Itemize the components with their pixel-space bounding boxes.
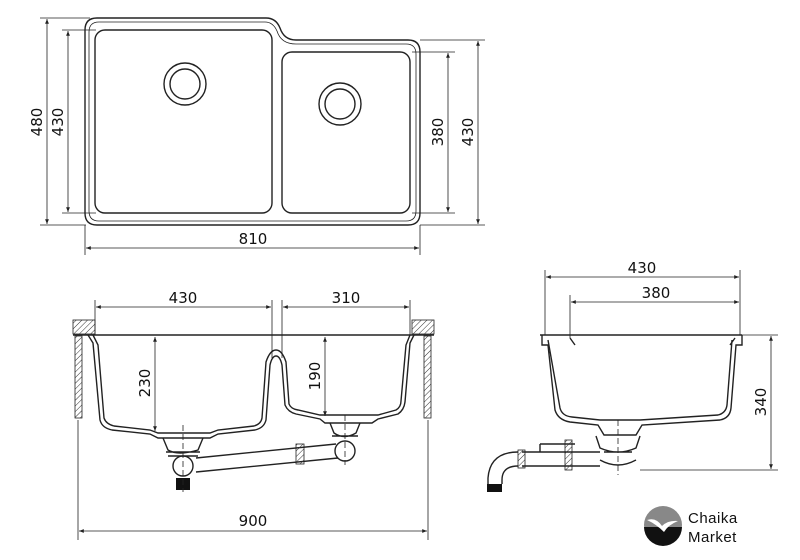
right-drain bbox=[318, 82, 362, 126]
right-bowl bbox=[281, 51, 411, 214]
dim-total-height: 340 bbox=[752, 388, 770, 417]
dim-side-outer-depth: 430 bbox=[628, 259, 657, 277]
cabinet-wall-left bbox=[74, 335, 83, 419]
seagull-icon bbox=[647, 519, 678, 532]
countertop-right bbox=[411, 319, 435, 335]
dim-left-bowl-depth: 430 bbox=[49, 108, 67, 137]
sink-profile bbox=[87, 334, 415, 439]
dim-right-bowl-width: 310 bbox=[332, 289, 361, 307]
dim-right-bowl-depth: 380 bbox=[429, 118, 447, 147]
countertop-left bbox=[72, 319, 96, 335]
side-trap bbox=[487, 451, 519, 484]
logo-line2: Market bbox=[688, 529, 737, 546]
dim-left-bowl-width: 430 bbox=[169, 289, 198, 307]
side-pipe bbox=[522, 443, 600, 467]
dim-cabinet-width: 900 bbox=[239, 512, 268, 530]
left-drain bbox=[163, 62, 207, 106]
left-bowl bbox=[94, 29, 273, 214]
chaika-market-logo: Chaika Market bbox=[644, 506, 738, 546]
cabinet-wall-right bbox=[423, 335, 432, 419]
sink-outline bbox=[84, 17, 421, 226]
dim-left-bowl-height: 230 bbox=[136, 369, 154, 398]
logo-line1: Chaika bbox=[688, 510, 738, 527]
pipe-nut bbox=[295, 443, 305, 465]
side-sink-profile bbox=[541, 335, 743, 436]
dim-overall-depth: 480 bbox=[28, 108, 46, 137]
overflow-pipe bbox=[195, 443, 339, 473]
side-view: 430 380 340 bbox=[487, 259, 778, 492]
dim-right-bowl-height: 190 bbox=[306, 362, 324, 391]
dim-side-inner-depth: 380 bbox=[642, 284, 671, 302]
sink-outline-inner bbox=[88, 21, 417, 222]
front-view: 430 310 230 190 900 bbox=[72, 289, 435, 540]
dim-right-side-depth: 430 bbox=[459, 118, 477, 147]
top-view: 480 430 380 430 810 bbox=[28, 17, 485, 255]
dim-overall-width: 810 bbox=[239, 230, 268, 248]
